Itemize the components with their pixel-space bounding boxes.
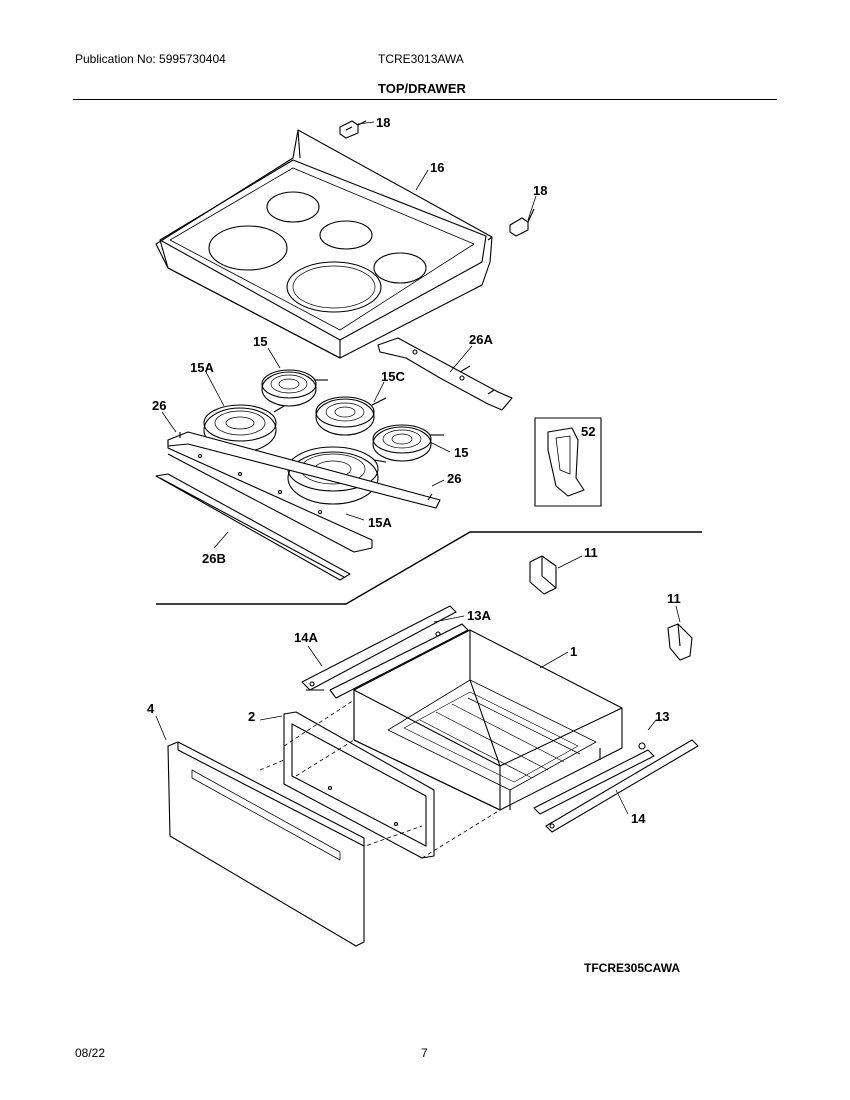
- drawer-frame-part-2: [283, 711, 435, 859]
- trim-strip-part-26B: [155, 473, 351, 581]
- callout-11-a: 11: [584, 545, 598, 560]
- footer-date: 08/22: [75, 1046, 106, 1060]
- section-title: TOP/DRAWER: [378, 81, 466, 96]
- drawer-front-part-4: [167, 741, 365, 947]
- callout-26-right: 26: [447, 471, 461, 486]
- bracket-part-11-b: [667, 623, 693, 661]
- callout-14: 14: [631, 811, 646, 826]
- burner-part-15-right: [372, 424, 444, 462]
- burner-part-15C: [315, 396, 387, 436]
- callout-15-right: 15: [454, 445, 468, 460]
- section-divider: [156, 531, 702, 605]
- callout-4: 4: [147, 701, 155, 716]
- drawing-id: TFCRE305CAWA: [584, 961, 681, 975]
- bracket-part-26A: [377, 337, 513, 411]
- callout-18-a: 18: [376, 115, 390, 130]
- callout-15A-left: 15A: [190, 360, 214, 375]
- callout-52: 52: [581, 424, 595, 439]
- support-rail-part-26: [167, 431, 441, 553]
- publication-number: Publication No: 5995730404: [75, 52, 226, 66]
- callout-15-top: 15: [253, 334, 267, 349]
- page-number: 7: [421, 1046, 428, 1060]
- bracket-part-18-b: [509, 208, 535, 237]
- callout-11-b: 11: [667, 591, 681, 606]
- slide-rail-part-14A: [301, 605, 457, 691]
- callout-26A: 26A: [469, 332, 493, 347]
- model-number: TCRE3013AWA: [378, 52, 464, 66]
- assembly-guide-lines: [259, 699, 501, 859]
- cooktop-part-16: [155, 129, 493, 359]
- header-rule: [73, 99, 777, 100]
- callout-1: 1: [570, 644, 577, 659]
- bracket-part-18-a: [339, 120, 367, 139]
- bracket-part-11-a: [529, 555, 557, 595]
- callout-13A: 13A: [467, 608, 491, 623]
- callout-26B: 26B: [202, 551, 226, 566]
- burner-part-15-top: [261, 369, 328, 407]
- callout-14A: 14A: [294, 630, 318, 645]
- slide-rail-part-13: [533, 742, 655, 815]
- callout-13: 13: [655, 709, 669, 724]
- slide-rail-part-13A: [329, 623, 469, 699]
- callout-15C: 15C: [381, 369, 405, 384]
- callout-18-b: 18: [533, 183, 547, 198]
- slide-rail-part-14: [545, 739, 699, 833]
- drawer-body-part-1: [353, 629, 623, 811]
- callout-15A-bottom: 15A: [368, 515, 392, 530]
- part-52-inset: [534, 417, 602, 507]
- callout-26-left: 26: [152, 398, 166, 413]
- callout-2: 2: [248, 709, 255, 724]
- callouts: 18 16 18 15 26A 15A 15C 26 52 15 26 15A …: [147, 115, 681, 826]
- callout-16: 16: [430, 160, 444, 175]
